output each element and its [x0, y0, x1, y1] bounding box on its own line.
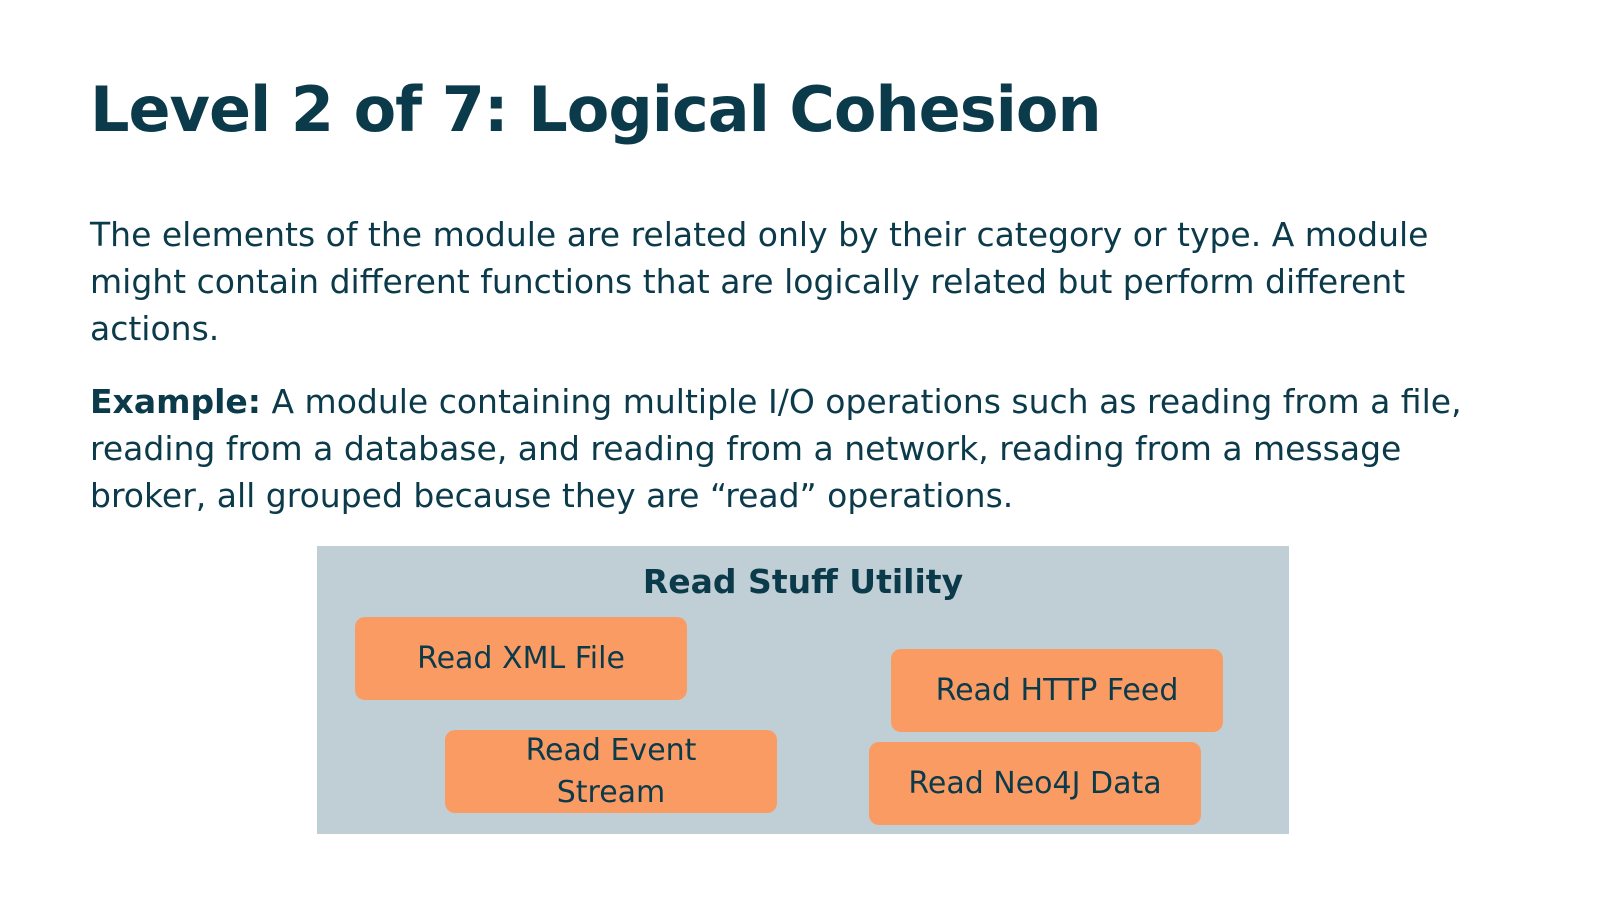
read-event-stream-box: Read Event Stream	[445, 730, 777, 813]
description-paragraph: The elements of the module are related o…	[90, 215, 1429, 348]
diagram-title: Read Stuff Utility	[642, 562, 964, 601]
slide-title: Level 2 of 7: Logical Cohesion	[90, 73, 1102, 146]
example-paragraph: Example: A module containing multiple I/…	[90, 378, 1510, 519]
read-http-feed-box: Read HTTP Feed	[891, 649, 1223, 732]
example-text: A module containing multiple I/O operati…	[90, 382, 1462, 515]
read-neo4j-data-box: Read Neo4J Data	[869, 742, 1201, 825]
read-stuff-utility-diagram: Read Stuff Utility Read XML File Read HT…	[317, 546, 1289, 834]
read-xml-file-box: Read XML File	[355, 617, 687, 700]
example-label: Example:	[90, 382, 261, 421]
